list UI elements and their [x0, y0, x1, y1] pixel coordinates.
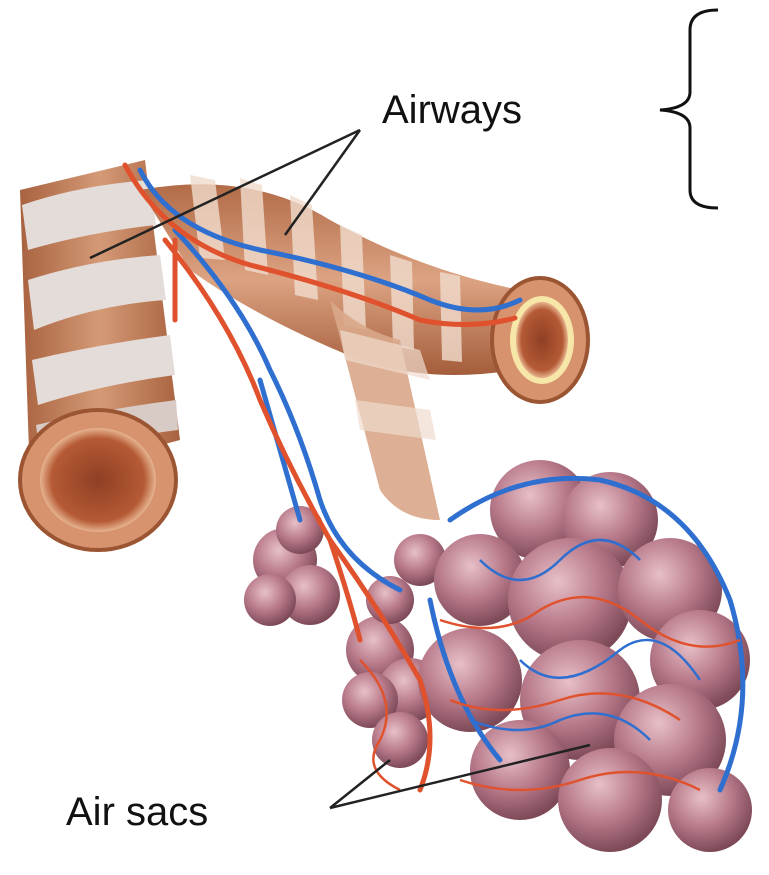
left-airway: [20, 160, 180, 550]
airways-label: Airways: [382, 88, 522, 133]
large-alveoli-cluster: [418, 460, 752, 852]
bracket: [660, 10, 718, 208]
small-alveoli-cluster: [244, 506, 340, 626]
air-sacs-label: Air sacs: [66, 790, 208, 835]
